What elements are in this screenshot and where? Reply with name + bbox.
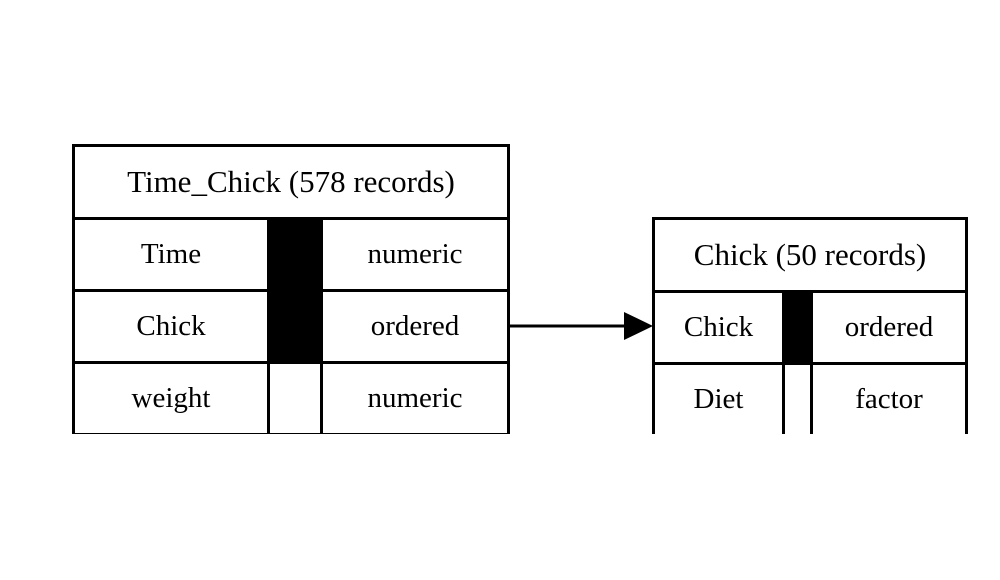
entity-title-time-chick: Time_Chick (578 records) (75, 147, 507, 220)
key-marker-weight (267, 364, 323, 433)
field-name-chick-pk: Chick (683, 311, 754, 343)
key-marker-diet (782, 365, 813, 434)
field-type-chick-pk: ordered (844, 311, 934, 343)
key-marker-chick (267, 292, 323, 361)
field-type-time: numeric (367, 238, 463, 270)
entity-field-list-chick: Chick ordered Diet factor (655, 293, 965, 434)
relationship-arrow-chick-to-chick (510, 312, 653, 340)
field-name-chick: Chick (136, 310, 206, 342)
field-row-time[interactable]: Time numeric (75, 220, 507, 292)
relationship-arrow-head-icon (624, 312, 653, 340)
key-marker-time (267, 220, 323, 289)
entity-field-list-time-chick: Time numeric Chick ordered weight numeri… (75, 220, 507, 433)
field-row-chick[interactable]: Chick ordered (75, 292, 507, 364)
field-type-diet: factor (855, 383, 923, 415)
field-row-diet[interactable]: Diet factor (655, 365, 965, 434)
entity-title-chick: Chick (50 records) (655, 220, 965, 293)
key-marker-chick-pk (782, 293, 813, 362)
field-row-chick-pk[interactable]: Chick ordered (655, 293, 965, 365)
field-type-weight: numeric (367, 382, 463, 414)
entity-table-chick[interactable]: Chick (50 records) Chick ordered Diet fa… (652, 217, 968, 434)
entity-table-time-chick[interactable]: Time_Chick (578 records) Time numeric Ch… (72, 144, 510, 434)
field-row-weight[interactable]: weight numeric (75, 364, 507, 433)
field-name-time: Time (140, 238, 202, 270)
field-name-weight: weight (131, 382, 211, 414)
field-type-chick: ordered (370, 310, 460, 342)
field-name-diet: Diet (693, 383, 744, 415)
